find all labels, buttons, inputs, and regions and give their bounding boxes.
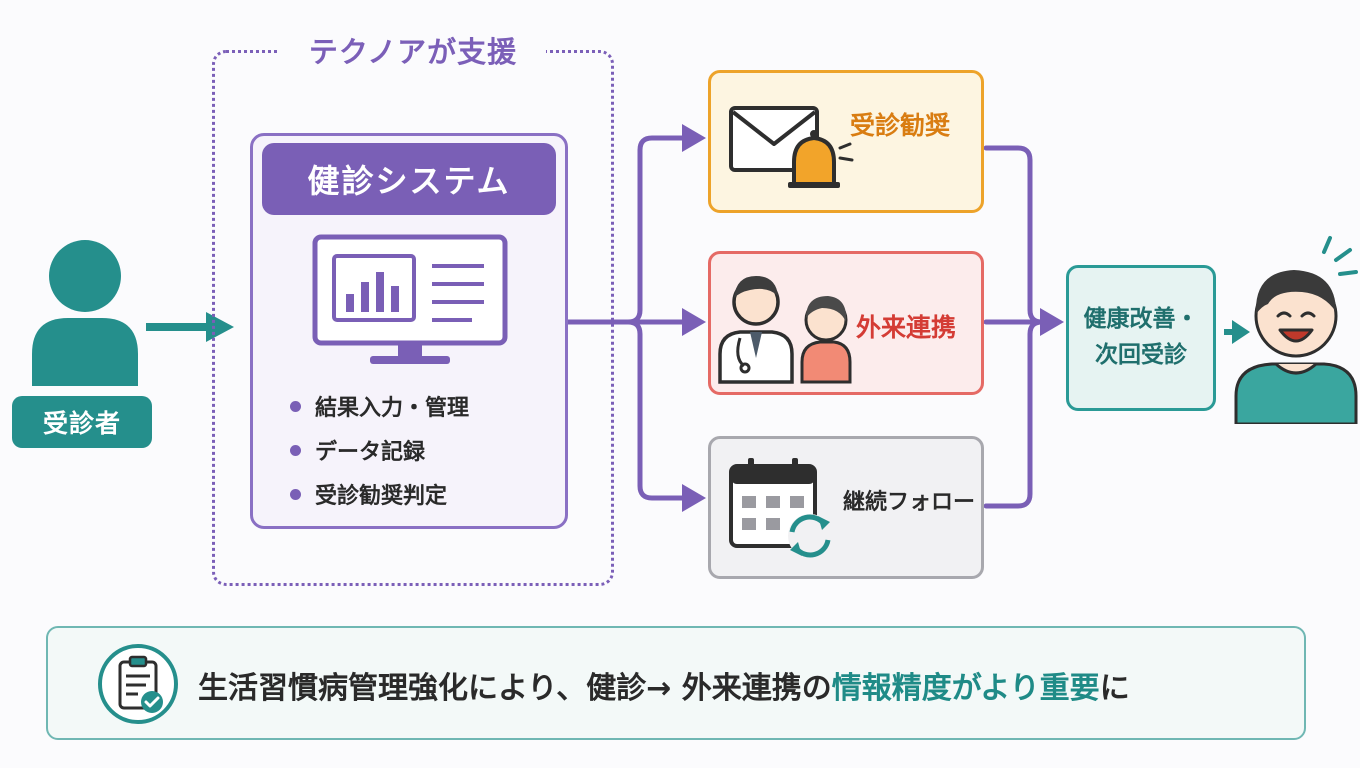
arrowhead-follow	[682, 484, 706, 512]
bullet-dot	[290, 444, 301, 456]
feature-label: 受診勧奨判定	[315, 484, 448, 509]
feature-label: 結果入力・管理	[315, 396, 470, 421]
system-feature-list: 結果入力・管理 データ記録 受診勧奨判定	[290, 384, 550, 516]
encourage-label: 受診勧奨	[850, 111, 951, 140]
arrowhead-outpatient	[682, 308, 706, 336]
feature-item: 受診勧奨判定	[290, 472, 550, 516]
banner-text-before: 生活習慣病管理強化により、健診→ 外来連携の	[198, 671, 832, 706]
system-title: 健診システム	[262, 143, 556, 215]
arrowhead-encourage	[682, 124, 706, 152]
person-icon	[32, 240, 138, 386]
happy-person-icon	[1234, 236, 1358, 424]
banner-text-after: に	[1099, 671, 1130, 706]
bullet-dot	[290, 400, 301, 412]
arrowhead-outcome	[1040, 308, 1064, 336]
outcome-line2: 次回受診	[1095, 342, 1187, 368]
feature-item: データ記録	[290, 428, 550, 472]
outpatient-label: 外来連携	[856, 313, 957, 342]
follow-label: 継続フォロー	[843, 490, 976, 515]
feature-item: 結果入力・管理	[290, 384, 550, 428]
calendar-refresh-icon	[729, 458, 832, 558]
banner-text: 生活習慣病管理強化により、健診→ 外来連携の情報精度がより重要に	[198, 660, 1130, 710]
patient-label: 受診者	[12, 396, 152, 448]
outcome-box: 健康改善・ 次回受診	[1066, 265, 1216, 411]
bullet-dot	[290, 488, 301, 500]
clipboard-check-icon	[98, 644, 178, 724]
summary-banner	[46, 626, 1306, 740]
merge-arrows	[983, 145, 1045, 509]
monitor-chart-icon	[312, 234, 508, 364]
support-label: テクノアが支援	[280, 30, 546, 70]
feature-label: データ記録	[315, 440, 426, 465]
doctor-patient-icon	[718, 276, 852, 384]
outcome-line1: 健康改善・	[1083, 306, 1199, 333]
banner-text-highlight: 情報精度がより重要	[831, 671, 1100, 706]
mail-bell-icon	[729, 106, 854, 188]
